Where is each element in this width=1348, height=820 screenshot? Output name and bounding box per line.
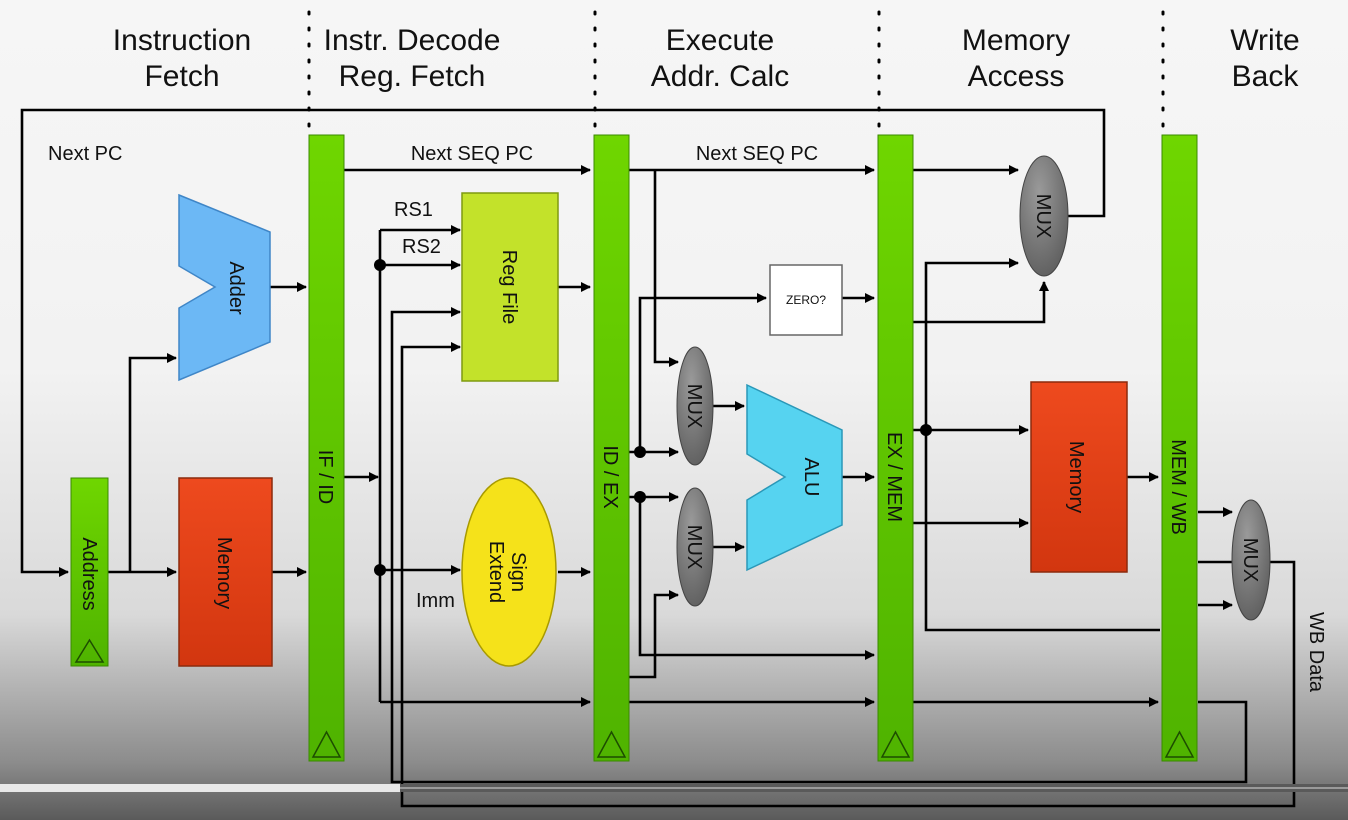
adder: Adder: [178, 193, 271, 382]
stage-title-memory-line2: Access: [968, 60, 1065, 93]
junction-dot: [634, 446, 646, 458]
pc-mux: MUX: [1019, 155, 1069, 277]
imm-label: Imm: [416, 590, 455, 612]
aluresult-to-memwb-wire: [924, 430, 1160, 632]
register-file-label: Reg File: [498, 250, 520, 324]
imm-to-mux2-wire: [628, 590, 679, 679]
mem-wb-register: MEM / WB: [1161, 134, 1198, 762]
video-progress-bar[interactable]: [0, 784, 1348, 792]
address-label: Address: [78, 537, 100, 610]
stage-title-execute-line2: Addr. Calc: [651, 60, 789, 93]
stage-title-fetch-line1: Instruction: [113, 24, 251, 57]
alu: ALU: [746, 383, 843, 572]
video-progress-played: [0, 784, 400, 792]
mem-wb-label: MEM / WB: [1167, 439, 1189, 535]
next-seq-pc-label-1: Next SEQ PC: [411, 143, 533, 165]
sign-extend: Sign Extend: [461, 477, 557, 667]
ex-mem-label: EX / MEM: [883, 432, 905, 522]
aluresult-to-pcmux-wire: [924, 258, 1019, 430]
adder-label: Adder: [225, 261, 247, 315]
writeback-mux: MUX: [1231, 499, 1271, 621]
junction-dot: [374, 259, 386, 271]
next-seq-pc-label-2: Next SEQ PC: [696, 143, 818, 165]
regb-to-exmem-wire: [638, 497, 875, 660]
data-memory-label: Memory: [1065, 441, 1087, 513]
stage-title-decode-line2: Reg. Fetch: [339, 60, 486, 93]
zero-to-pcmux-wire: [912, 281, 1049, 324]
alu-mux-b: MUX: [676, 487, 714, 607]
alu-mux-a-label: MUX: [683, 384, 705, 428]
rega-to-zero-wire: [638, 293, 767, 452]
zero-test: ZERO?: [769, 264, 843, 336]
video-progress-buffered: [400, 787, 1348, 789]
ex-mem-register: EX / MEM: [877, 134, 914, 762]
junction-dot: [374, 564, 386, 576]
stage-title-writeback-line2: Back: [1232, 60, 1300, 93]
zero-test-label: ZERO?: [786, 293, 826, 307]
stage-title-decode-line1: Instr. Decode: [324, 24, 501, 57]
alu-label: ALU: [800, 458, 822, 497]
instruction-memory: Memory: [178, 477, 273, 667]
next-pc-label: Next PC: [48, 143, 122, 165]
data-memory: Memory: [1030, 381, 1128, 573]
stage-title-writeback-line1: Write: [1230, 24, 1299, 57]
sign-extend-label-line2: Extend: [485, 541, 507, 603]
pc-mux-label: MUX: [1032, 194, 1054, 238]
rs1-label: RS1: [394, 199, 433, 221]
rs2-label: RS2: [402, 236, 441, 258]
stage-title-execute-line1: Execute: [666, 24, 774, 57]
writeback-mux-label: MUX: [1239, 538, 1261, 582]
register-file: Reg File: [461, 192, 559, 382]
if-id-label: IF / ID: [314, 450, 336, 504]
pc-to-mux1-wire: [653, 170, 679, 367]
wb-data-label: WB Data: [1305, 612, 1327, 693]
id-ex-register: ID / EX: [593, 134, 630, 762]
id-ex-label: ID / EX: [599, 445, 621, 508]
alu-mux-b-label: MUX: [683, 525, 705, 569]
wb-reg-wire: [390, 307, 1248, 784]
alu-mux-a: MUX: [676, 346, 714, 466]
stage-title-memory-line1: Memory: [962, 24, 1070, 57]
next-pc-wire: [20, 108, 1106, 577]
sign-extend-label-line1: Sign: [507, 552, 529, 592]
instruction-memory-label: Memory: [213, 537, 235, 609]
wb-data-wire: [400, 342, 1296, 808]
if-id-register: IF / ID: [308, 134, 345, 762]
address-to-adder-wire: [128, 353, 177, 572]
stage-title-fetch-line2: Fetch: [144, 60, 219, 93]
address-register: Address: [70, 477, 109, 667]
